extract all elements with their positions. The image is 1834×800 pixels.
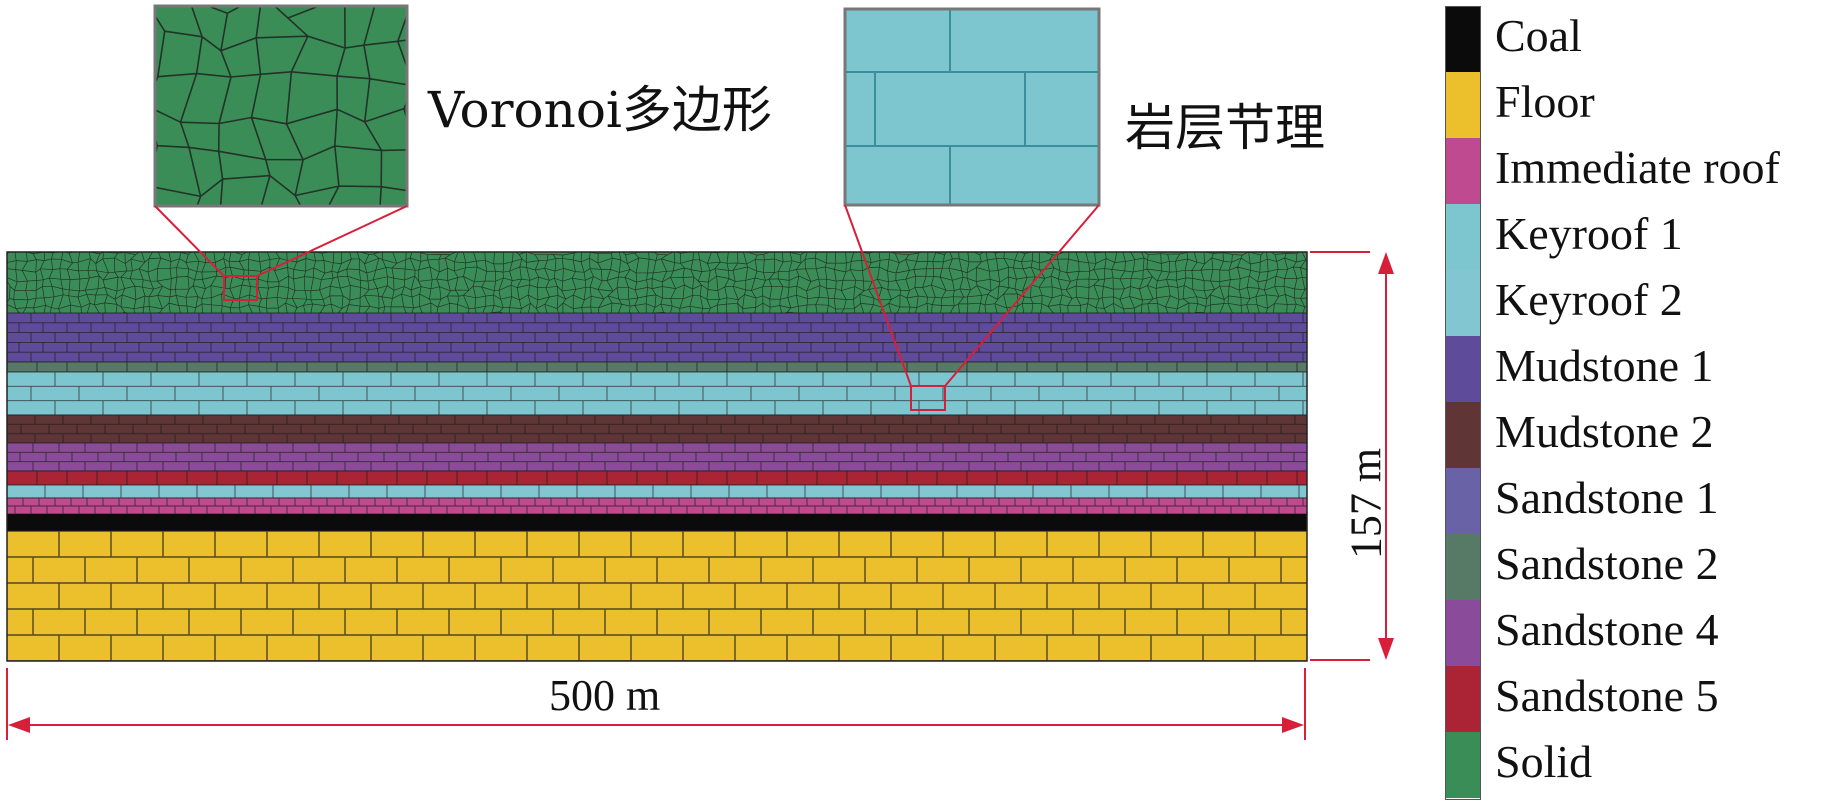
legend-label: Sandstone 4 (1495, 604, 1719, 655)
stratum-mudstone-1 (7, 312, 1307, 363)
legend-label: Coal (1495, 10, 1582, 61)
legend-item: Keyroof 2 (1445, 270, 1834, 336)
voronoi-inset (155, 6, 407, 206)
stratum-fill (7, 514, 1307, 531)
width-dimension-label: 500 m (549, 671, 661, 720)
legend-item: Solid (1445, 732, 1834, 798)
voronoi-leader-line (154, 205, 225, 277)
joint-lines (7, 530, 1307, 661)
arrowhead (1378, 638, 1394, 660)
arrowhead (8, 717, 30, 733)
legend-label: Mudstone 2 (1495, 406, 1714, 457)
legend-item: Keyroof 1 (1445, 204, 1834, 270)
joint-leader-line (944, 204, 1100, 387)
voronoi-inset-label: Voronoi多边形 (428, 81, 772, 139)
stratum-mudstone-2 (7, 414, 1307, 444)
annotations (6, 204, 1394, 740)
legend-label: Sandstone 5 (1495, 670, 1719, 721)
legend-item: Mudstone 2 (1445, 402, 1834, 468)
legend-swatch (1445, 468, 1481, 534)
legend-item: Immediate roof (1445, 138, 1834, 204)
legend-swatch (1445, 270, 1481, 336)
stratum-fill (7, 531, 1307, 661)
legend-label: Immediate roof (1495, 142, 1780, 193)
voronoi-inset-frame (153, 4, 409, 208)
legend-swatch (1445, 6, 1481, 72)
legend-item: Sandstone 5 (1445, 666, 1834, 732)
legend-swatch (1445, 534, 1481, 600)
stratum-fill (7, 471, 1307, 485)
legend-label: Floor (1495, 76, 1595, 127)
arrowhead (1378, 252, 1394, 274)
joint-inset-label: 岩层节理 (1125, 99, 1325, 157)
stratum-sandstone-5 (7, 470, 1307, 486)
stratum-fill (7, 372, 1307, 415)
legend-swatch (1445, 666, 1481, 732)
legend-swatch (1445, 732, 1481, 798)
stratum-keyroof-2 (7, 484, 1307, 499)
legend-swatch (1445, 402, 1481, 468)
voronoi-leader-line (256, 205, 408, 277)
stratum-keyroof-1 (7, 371, 1307, 416)
height-dimension-label: 157 m (1341, 447, 1391, 560)
stratum-sandstone-2 (7, 361, 1307, 373)
legend-item: Sandstone 2 (1445, 534, 1834, 600)
legend-swatch (1445, 336, 1481, 402)
legend-item: Mudstone 1 (1445, 336, 1834, 402)
joint-lines (7, 470, 1307, 486)
joint-leader-line (844, 204, 912, 387)
joint-inset (845, 9, 1099, 205)
strata-model (7, 252, 1307, 661)
stratum-coal (7, 514, 1307, 531)
legend-swatch (1445, 138, 1481, 204)
stratum-fill (7, 485, 1307, 498)
legend-label: Sandstone 1 (1495, 472, 1719, 523)
stratum-fill (7, 362, 1307, 372)
joint-lines (7, 361, 1307, 373)
stratum-floor (7, 530, 1307, 661)
arrowhead (1282, 717, 1304, 733)
joint-lines (7, 442, 1307, 472)
joint-inset-frame (843, 7, 1101, 207)
legend-label: Keyroof 2 (1495, 274, 1683, 325)
legend-swatch (1445, 600, 1481, 666)
voronoi-zoom-box (223, 275, 258, 301)
joint-lines (7, 414, 1307, 444)
legend-label: Solid (1495, 736, 1593, 787)
legend-label: Keyroof 1 (1495, 208, 1683, 259)
joint-lines (7, 312, 1307, 363)
legend-item: Sandstone 4 (1445, 600, 1834, 666)
stratum-fill (7, 415, 1307, 443)
stratum-immediate-roof (7, 497, 1307, 515)
joint-lines (845, 9, 1099, 205)
joint-lines (7, 484, 1307, 499)
joint-zoom-box (910, 385, 946, 411)
model-frame (6, 251, 1308, 662)
joint-pattern (845, 9, 1099, 205)
legend-swatch (1445, 204, 1481, 270)
strata-model-figure (6, 4, 1394, 740)
joint-lines (7, 371, 1307, 416)
legend-item: Floor (1445, 72, 1834, 138)
legend-swatch (1445, 72, 1481, 138)
stratum-sandstone-4 (7, 442, 1307, 472)
legend-item: Coal (1445, 6, 1834, 72)
legend-label: Sandstone 2 (1495, 538, 1719, 589)
joint-lines (7, 497, 1307, 515)
legend-item: Sandstone 1 (1445, 468, 1834, 534)
stratum-fill (845, 9, 1099, 205)
legend-label: Mudstone 1 (1495, 340, 1714, 391)
stratum-fill (7, 313, 1307, 362)
